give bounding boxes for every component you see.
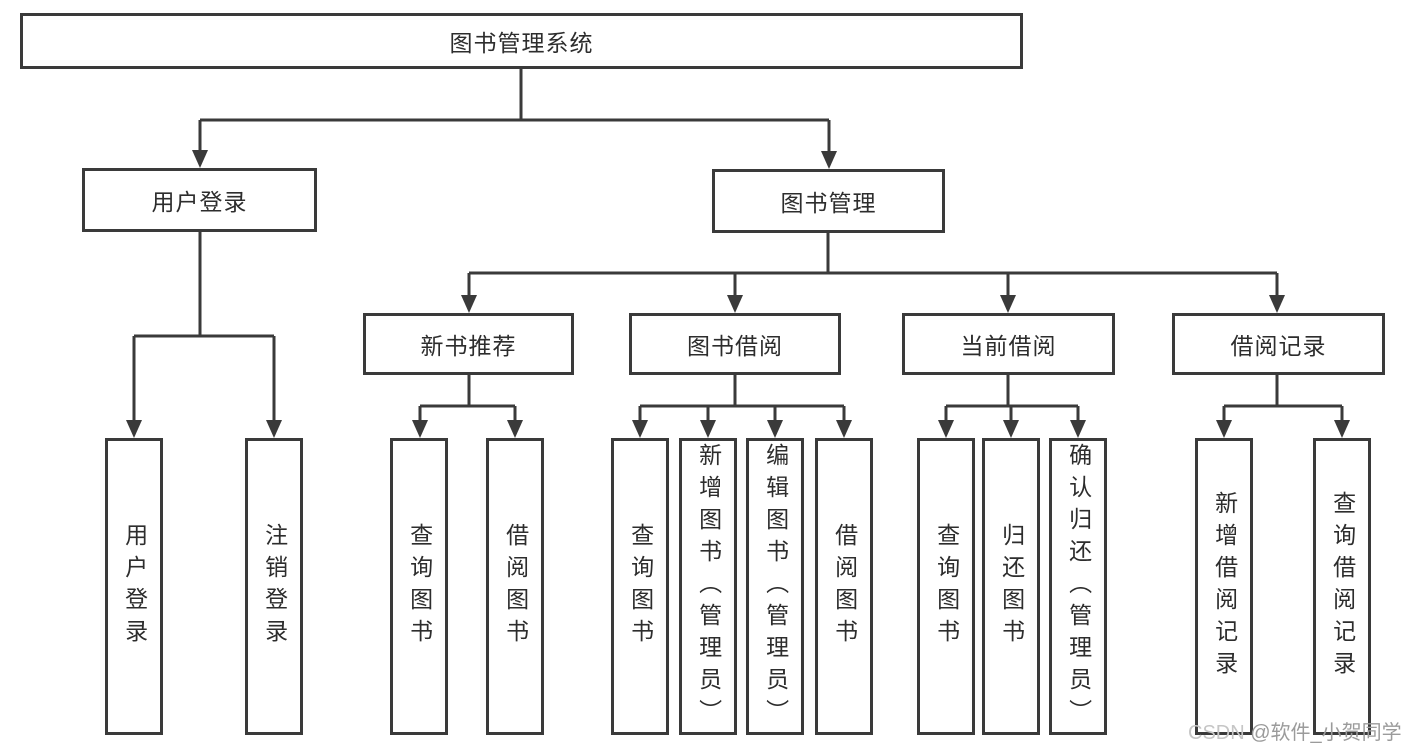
node-book-management: 图书管理 [712, 169, 945, 233]
leaf-add-book-admin-label: 新增图书（管理员） [695, 442, 722, 731]
node-book-borrowing: 图书借阅 [629, 313, 841, 375]
leaf-edit-book-admin: 编辑图书（管理员） [746, 438, 804, 735]
leaf-confirm-return-admin-label: 确认归还（管理员） [1065, 442, 1092, 731]
node-book-borrowing-label: 图书借阅 [687, 333, 783, 359]
leaf-query-books-current-label: 查询图书 [933, 522, 960, 651]
leaf-borrow-books-recommend-label: 借阅图书 [502, 522, 529, 651]
leaf-user-login-label: 用户登录 [121, 522, 148, 651]
leaf-return-books: 归还图书 [982, 438, 1040, 735]
node-new-book-recommend-label: 新书推荐 [420, 333, 517, 359]
leaf-confirm-return-admin: 确认归还（管理员） [1049, 438, 1107, 735]
node-current-borrowing-label: 当前借阅 [960, 333, 1057, 359]
leaf-query-books-borrow-label: 查询图书 [627, 522, 654, 651]
leaf-borrow-books: 借阅图书 [815, 438, 873, 735]
watermark-prefix: CSDN [1188, 722, 1251, 744]
node-root: 图书管理系统 [20, 13, 1023, 69]
node-user-login-label: 用户登录 [151, 189, 248, 215]
node-current-borrowing: 当前借阅 [902, 313, 1115, 375]
leaf-add-borrow-record-label: 新增借阅记录 [1211, 490, 1238, 683]
node-borrowing-records-label: 借阅记录 [1230, 333, 1327, 359]
leaf-edit-book-admin-label: 编辑图书（管理员） [762, 442, 789, 731]
watermark-handle: @软件_小贺同学 [1250, 722, 1402, 744]
leaf-user-login: 用户登录 [105, 438, 163, 735]
leaf-add-borrow-record: 新增借阅记录 [1195, 438, 1253, 735]
leaf-query-borrow-record: 查询借阅记录 [1313, 438, 1371, 735]
leaf-return-books-label: 归还图书 [998, 522, 1025, 651]
leaf-borrow-books-label: 借阅图书 [831, 522, 858, 651]
node-book-management-label: 图书管理 [780, 190, 877, 216]
leaf-query-books-recommend: 查询图书 [390, 438, 448, 735]
leaf-logout: 注销登录 [245, 438, 303, 735]
leaf-logout-label: 注销登录 [261, 522, 288, 651]
leaf-query-books-recommend-label: 查询图书 [406, 522, 433, 651]
node-borrowing-records: 借阅记录 [1172, 313, 1385, 375]
arrowheads [126, 150, 1350, 438]
leaf-query-books-borrow: 查询图书 [611, 438, 669, 735]
leaf-query-books-current: 查询图书 [917, 438, 975, 735]
node-user-login: 用户登录 [82, 168, 317, 232]
watermark: CSDN @软件_小贺同学 [1188, 716, 1402, 745]
node-root-label: 图书管理系统 [449, 30, 594, 56]
leaf-add-book-admin: 新增图书（管理员） [679, 438, 737, 735]
leaf-borrow-books-recommend: 借阅图书 [486, 438, 544, 735]
node-new-book-recommend: 新书推荐 [363, 313, 574, 375]
connector-path [132, 69, 1344, 422]
leaf-query-borrow-record-label: 查询借阅记录 [1329, 490, 1356, 683]
